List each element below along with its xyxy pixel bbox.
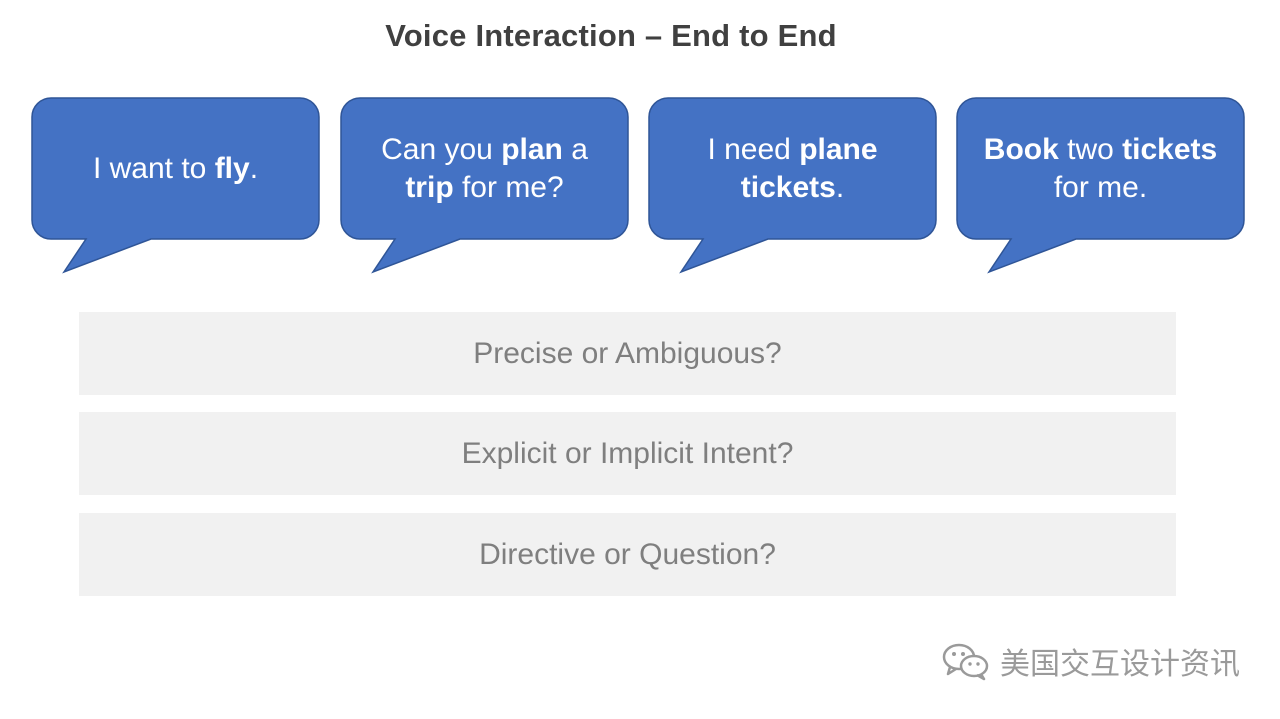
question-bar-precise: Precise or Ambiguous? <box>79 312 1176 395</box>
speech-bubble-text: I need plane tickets. <box>648 97 937 240</box>
phrase-text: I need <box>707 132 800 166</box>
keyword-text: plan <box>501 132 563 166</box>
phrase-text: for me? <box>453 170 564 204</box>
phrase-text: . <box>249 151 259 185</box>
speech-bubble-2: Can you plan a trip for me? <box>340 97 629 274</box>
keyword-text: trip <box>405 170 454 204</box>
speech-bubble-3: I need plane tickets. <box>648 97 937 274</box>
speech-bubble-shape <box>340 97 629 274</box>
keyword-text: fly <box>214 151 250 185</box>
keyword-text: plane tickets <box>740 132 878 204</box>
speech-bubble-text: Can you plan a trip for me? <box>340 97 629 240</box>
speech-bubble-shape <box>648 97 937 274</box>
speech-bubble-phrase: I want to fly. <box>93 150 258 188</box>
phrase-text: two <box>1058 132 1123 166</box>
watermark: 美国交互设计资讯 <box>940 639 1240 683</box>
phrase-text: a <box>562 132 588 166</box>
speech-bubble-phrase: I need plane tickets. <box>662 131 923 207</box>
phrase-text: Can you <box>381 132 502 166</box>
speech-bubble-shape <box>956 97 1245 274</box>
phrase-text: I want to <box>92 151 215 185</box>
slide-title: Voice Interaction – End to End <box>385 18 837 53</box>
watermark-text: 美国交互设计资讯 <box>1000 647 1240 682</box>
speech-bubble-text: Book two tickets for me. <box>956 97 1245 240</box>
question-bar-intent: Explicit or Implicit Intent? <box>79 412 1176 495</box>
keyword-text: tickets <box>1122 132 1218 166</box>
keyword-text: Book <box>983 132 1059 166</box>
phrase-text: . <box>835 170 845 204</box>
wechat-icon <box>940 641 992 681</box>
speech-bubble-text: I want to fly. <box>31 97 320 240</box>
speech-bubble-4: Book two tickets for me. <box>956 97 1245 274</box>
speech-bubble-shape <box>31 97 320 274</box>
speech-bubble-phrase: Can you plan a trip for me? <box>354 131 615 207</box>
question-bar-directive: Directive or Question? <box>79 513 1176 596</box>
phrase-text: for me. <box>1053 170 1148 204</box>
speech-bubble-phrase: Book two tickets for me. <box>970 131 1231 207</box>
speech-bubble-1: I want to fly. <box>31 97 320 274</box>
